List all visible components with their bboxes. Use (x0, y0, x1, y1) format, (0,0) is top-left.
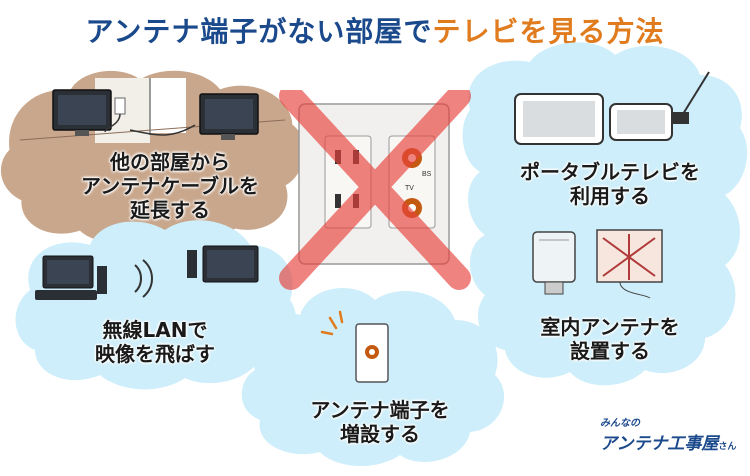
wifi-waves-icon (134, 259, 153, 298)
tablet-icon (514, 93, 604, 145)
tuner-antenna-icon (673, 71, 710, 124)
method-other-room-label: 他の部屋から アンテナケーブルを 延長する (81, 150, 259, 222)
terminal-illustration (320, 310, 389, 383)
smartphone-icon (609, 103, 673, 141)
tv-label: TV (405, 185, 414, 192)
logo-suffix: さん (718, 442, 737, 452)
flat-antenna-icon (596, 229, 663, 299)
tv-icon (52, 89, 112, 136)
wall-panel-illustration: BS TV (279, 90, 471, 290)
portable-tv-illustration (514, 71, 710, 145)
logo-main-text: アンテナ工事屋 (600, 434, 719, 454)
title-part1: アンテナ端子がない部屋で (85, 15, 433, 48)
sparkle-icon (320, 310, 344, 336)
logo-small-text: みんなの (600, 418, 640, 429)
other-room-illustration (52, 89, 259, 140)
title-part2: テレビを見る方法 (432, 15, 665, 48)
tv-icon (199, 93, 259, 140)
brand-logo: みんなの アンテナ工事屋さん (600, 414, 740, 454)
cross-icon (279, 90, 471, 290)
method-wireless-label: 無線LANで 映像を飛ばす (95, 318, 215, 366)
recorder-icon (35, 290, 97, 300)
method-terminal-label: アンテナ端子を 増設する (310, 398, 450, 446)
method-portable-label: ポータブルテレビを 利用する (520, 160, 700, 208)
antenna-cable-icon (129, 124, 196, 136)
router-icon (187, 250, 197, 278)
wall-outlet-icon (114, 97, 126, 115)
wireless-illustration (35, 245, 259, 300)
tv-icon (202, 245, 259, 283)
indoor-antenna-icon (532, 231, 576, 295)
router-icon (97, 266, 107, 294)
antenna-terminal-icon (355, 323, 389, 383)
tv-icon (42, 255, 94, 289)
bs-label: BS (422, 171, 432, 178)
method-indoor-label: 室内アンテナを 設置する (540, 315, 680, 363)
indoor-antenna-illustration (532, 229, 663, 299)
page-title: アンテナ端子がない部屋でテレビを見る方法 (0, 10, 750, 50)
